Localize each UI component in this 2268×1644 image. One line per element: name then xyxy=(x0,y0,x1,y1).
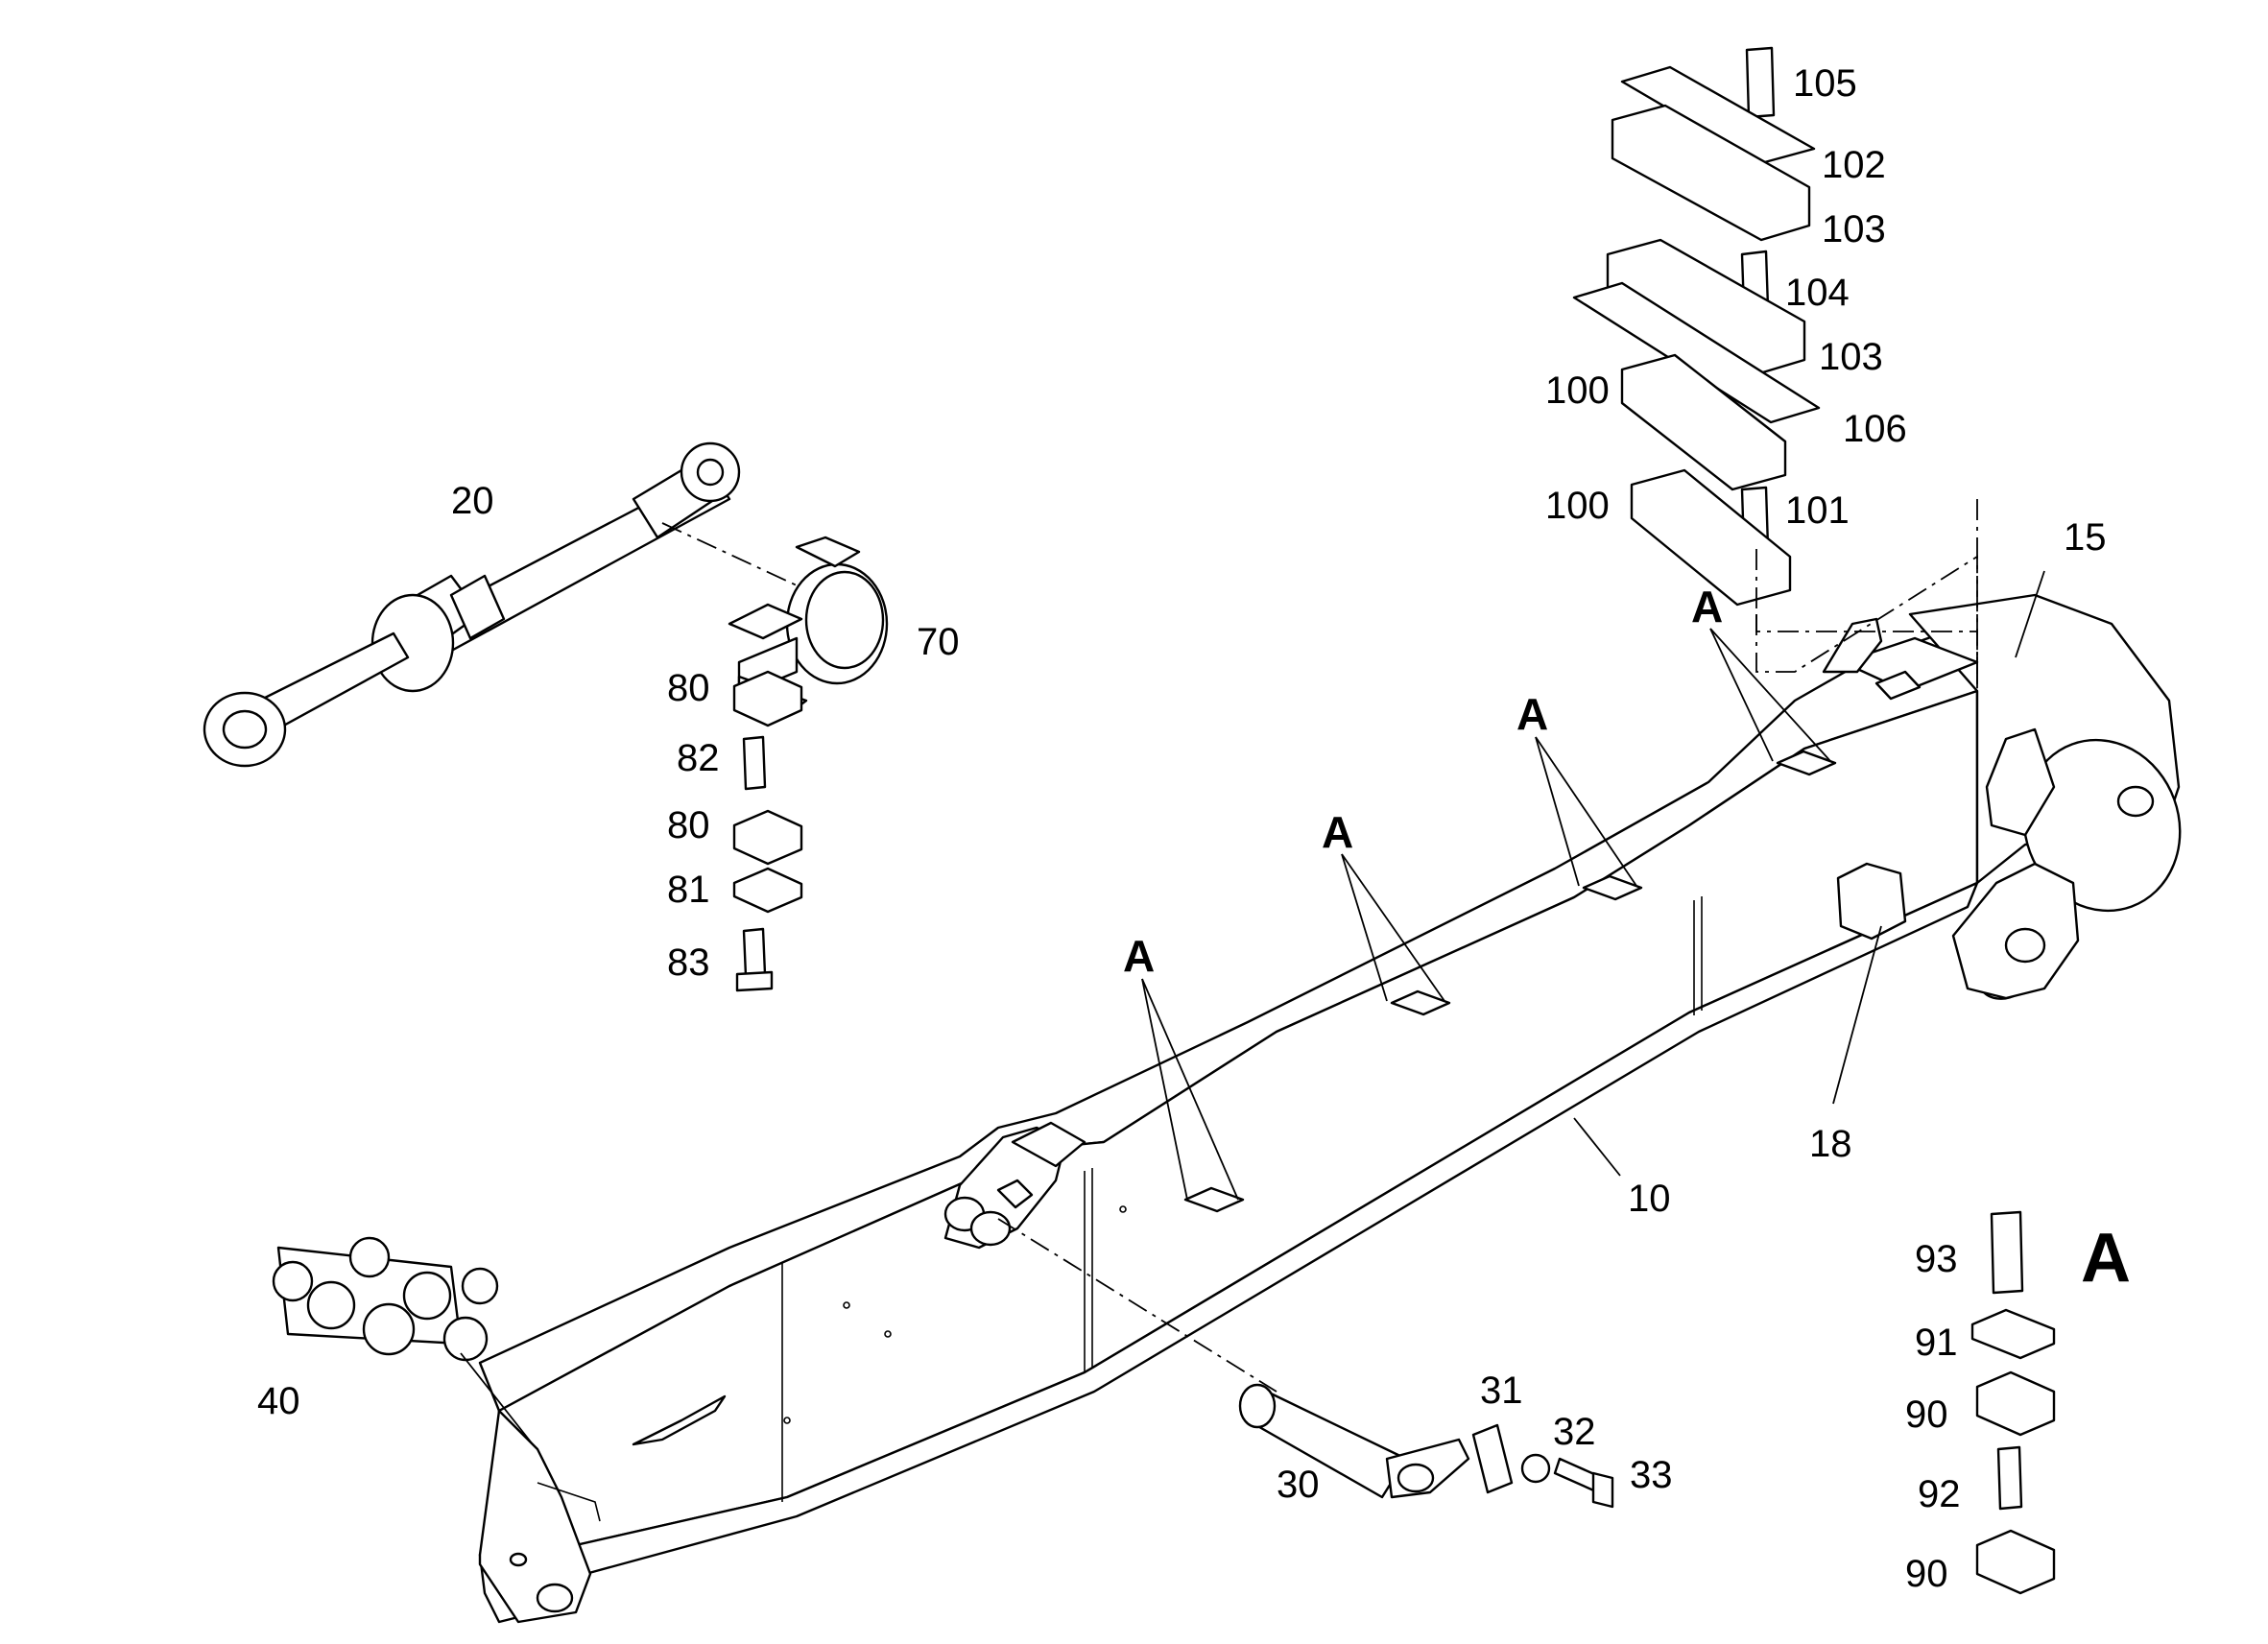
label-83: 83 xyxy=(667,941,710,984)
label-18: 18 xyxy=(1809,1123,1852,1165)
valve-block-40 xyxy=(272,1236,499,1362)
label-101: 101 xyxy=(1785,489,1850,532)
clamp-103-upper xyxy=(1611,104,1811,242)
label-10: 10 xyxy=(1628,1178,1671,1220)
label-106: 106 xyxy=(1843,408,1907,450)
clamp-half-90-upper xyxy=(1975,1370,2056,1437)
label-91: 91 xyxy=(1915,1322,1958,1364)
callout-a-3: A xyxy=(1516,689,1548,739)
bracket-mount-4 xyxy=(1776,750,1837,776)
callout-a-4: A xyxy=(1691,582,1723,631)
washer-32 xyxy=(1520,1453,1551,1484)
callout-a-2: A xyxy=(1322,807,1353,857)
detail-a-title: A xyxy=(2081,1220,2131,1297)
part-labels: 10 15 18 20 30 31 32 33 40 70 80 82 80 8… xyxy=(257,62,2131,1595)
label-82: 82 xyxy=(677,737,720,779)
label-103-upper: 103 xyxy=(1822,208,1886,250)
label-81: 81 xyxy=(667,869,710,911)
cylinder-20 xyxy=(203,441,741,768)
label-103-lower: 103 xyxy=(1819,336,1883,378)
clamp-100-lower xyxy=(1630,468,1792,607)
sleeve-92 xyxy=(1996,1445,2023,1511)
pin-assembly-30 xyxy=(1238,1383,1614,1509)
label-102: 102 xyxy=(1822,144,1886,186)
clamp-100-upper xyxy=(1620,353,1787,491)
bracket-mount-2 xyxy=(1390,989,1451,1016)
label-104: 104 xyxy=(1785,272,1850,314)
label-93: 93 xyxy=(1915,1238,1958,1280)
bracket-mount-3 xyxy=(1582,874,1643,901)
plate-91 xyxy=(1970,1308,2056,1360)
bolt-93 xyxy=(1990,1210,2024,1295)
clamp-half-80-lower xyxy=(732,809,803,866)
label-100-upper: 100 xyxy=(1545,369,1610,412)
label-70: 70 xyxy=(917,621,960,663)
label-40: 40 xyxy=(257,1380,300,1422)
bracket-mount-1 xyxy=(1183,1186,1245,1213)
bolt-83 xyxy=(742,927,767,978)
label-15: 15 xyxy=(2064,516,2107,559)
label-90-lower: 90 xyxy=(1905,1553,1948,1595)
arm-assembly xyxy=(478,593,2182,1624)
label-33: 33 xyxy=(1630,1454,1673,1496)
label-31: 31 xyxy=(1480,1370,1523,1412)
arm-bracket-group xyxy=(1183,750,1837,1213)
label-80-upper: 80 xyxy=(667,667,710,709)
label-100-lower: 100 xyxy=(1545,485,1610,527)
plate-81 xyxy=(732,867,803,914)
clamp-stack-100 xyxy=(1572,46,1821,607)
clamp-half-80-upper xyxy=(732,670,803,727)
label-32: 32 xyxy=(1553,1411,1596,1453)
label-30: 30 xyxy=(1277,1464,1320,1506)
bolt-105 xyxy=(1745,46,1776,119)
leader-lines xyxy=(460,499,2045,1445)
clamp-assembly-70 xyxy=(728,536,889,992)
plate-31 xyxy=(1471,1423,1514,1494)
label-80-lower: 80 xyxy=(667,804,710,846)
label-20: 20 xyxy=(451,480,494,522)
plate-18 xyxy=(1836,862,1907,941)
label-105: 105 xyxy=(1793,62,1857,105)
sleeve-82 xyxy=(742,735,767,791)
clamp-half-90-lower xyxy=(1975,1529,2056,1595)
label-92: 92 xyxy=(1918,1473,1961,1515)
label-90-upper: 90 xyxy=(1905,1394,1948,1436)
detail-a-assembly xyxy=(1970,1210,2056,1595)
callout-a-1: A xyxy=(1123,931,1155,981)
